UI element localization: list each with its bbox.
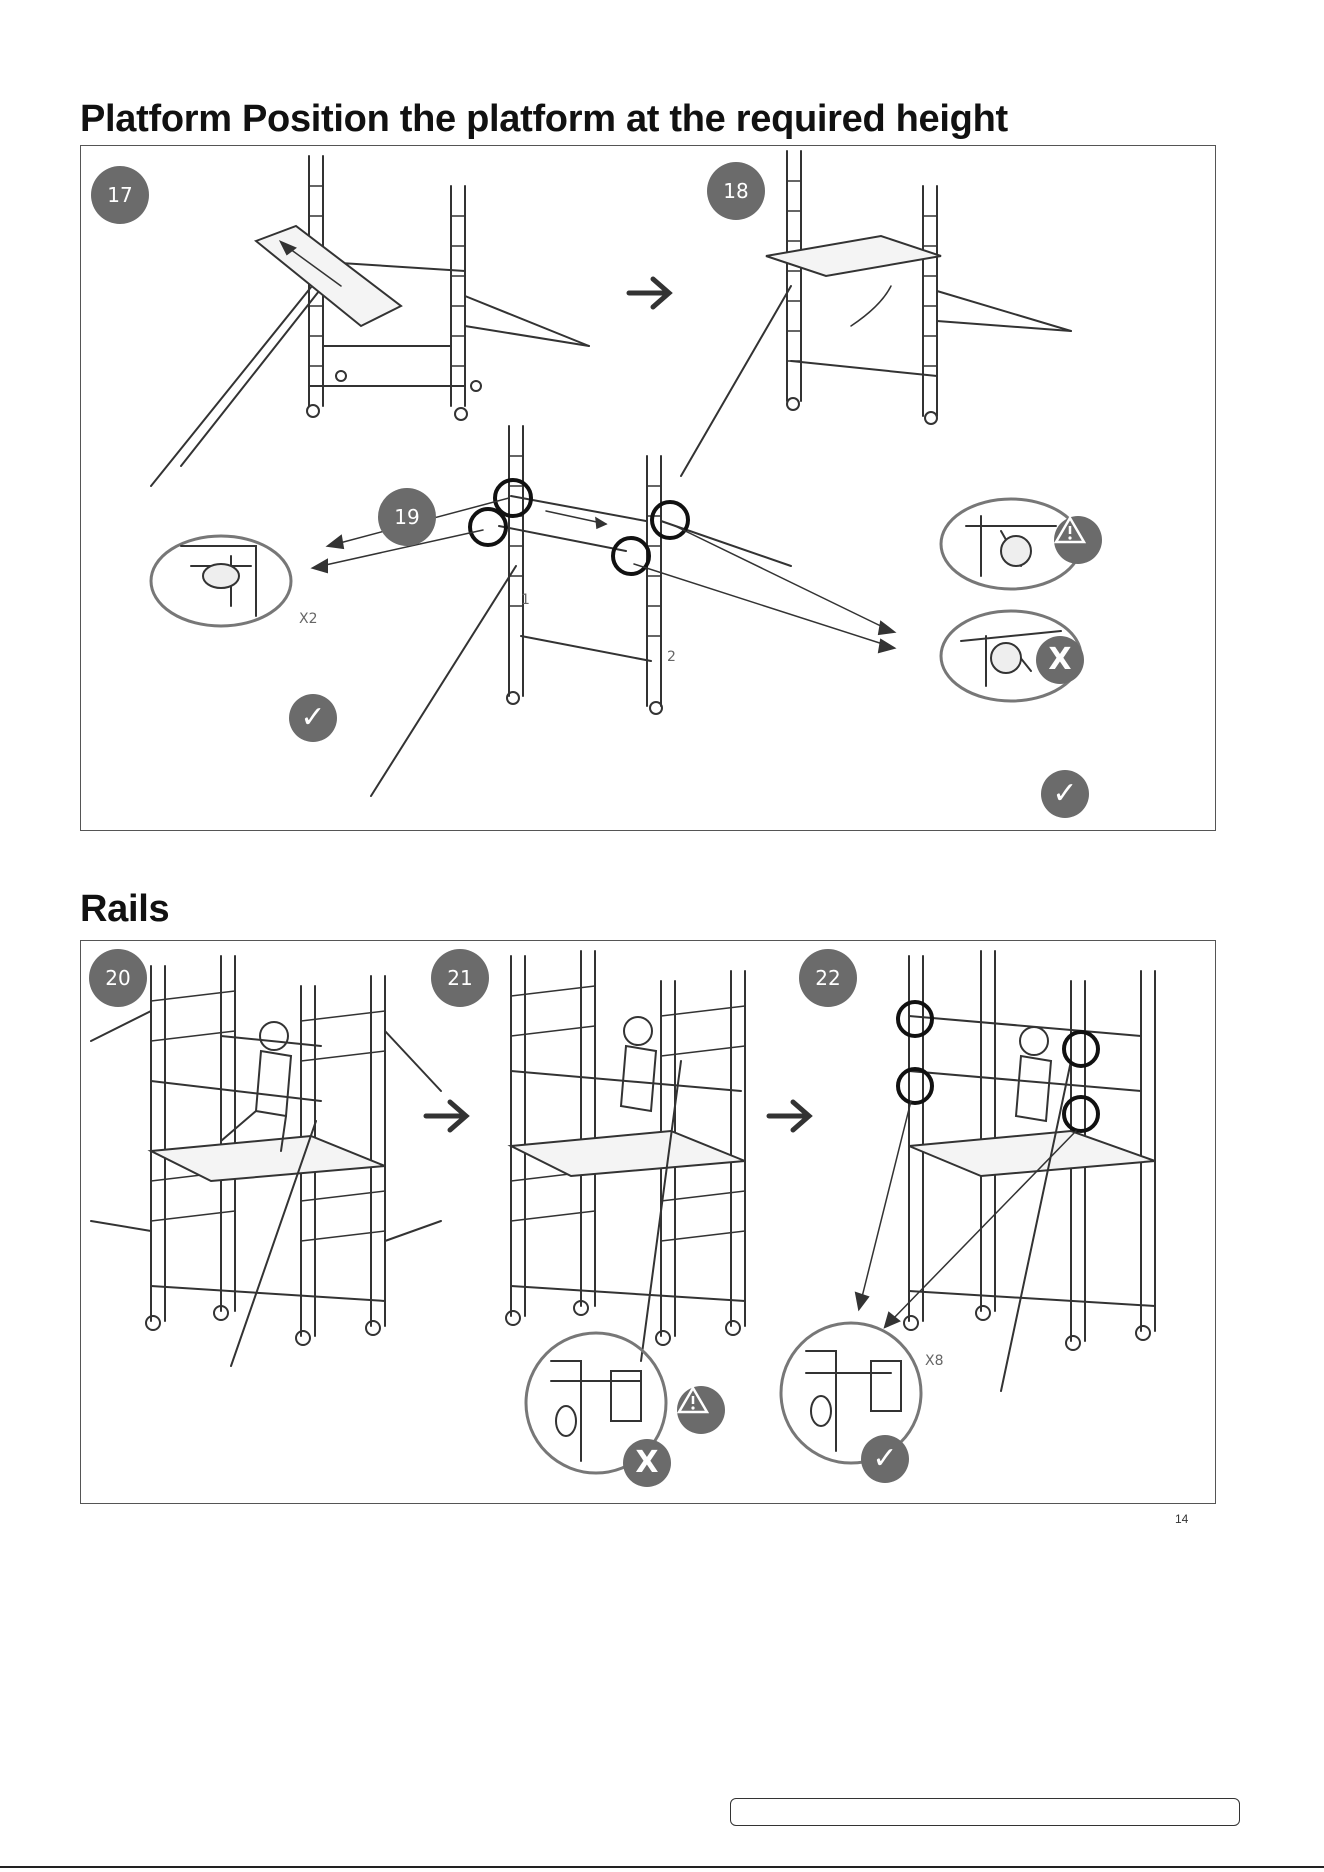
- warning-icon: [677, 1386, 725, 1434]
- scaffold-illustration-22: [856, 951, 1155, 1391]
- step-badge-19: 19: [378, 488, 436, 546]
- quantity-label-x8: X8: [925, 1353, 944, 1369]
- callout-number-2: 2: [667, 649, 676, 665]
- footer-box: [730, 1798, 1240, 1826]
- checkmark-icon: ✓: [1041, 770, 1089, 818]
- rails-instructions-panel: 20 21 22 X8 X ✓: [80, 940, 1216, 1504]
- callout-number-1: 1: [521, 592, 530, 608]
- rails-diagram: [81, 941, 1215, 1503]
- page-number: 14: [1175, 1512, 1188, 1526]
- step-badge-22: 22: [799, 949, 857, 1007]
- scaffold-illustration-19: [313, 426, 894, 796]
- step-badge-21: 21: [431, 949, 489, 1007]
- arrow-right-icon: [629, 279, 669, 307]
- checkmark-icon: ✓: [861, 1435, 909, 1483]
- step-badge-17: 17: [91, 166, 149, 224]
- bottom-rule: [0, 1866, 1324, 1868]
- section-title-rails: Rails: [80, 888, 169, 931]
- platform-instructions-panel: 17 18 19 X2 1 2 ✓ X ✓: [80, 145, 1216, 831]
- step-badge-18: 18: [707, 162, 765, 220]
- step-badge-20: 20: [89, 949, 147, 1007]
- platform-diagram: [81, 146, 1215, 830]
- warning-icon: [1054, 516, 1102, 564]
- cross-icon: X: [623, 1439, 671, 1487]
- quantity-label-x2: X2: [299, 611, 318, 627]
- scaffold-illustration-21: [506, 951, 745, 1361]
- arrow-right-icon: [426, 1102, 466, 1130]
- detail-correct-left: [151, 536, 291, 626]
- section-title-platform: Platform Position the platform at the re…: [80, 98, 1008, 141]
- arrow-right-icon: [769, 1102, 809, 1130]
- checkmark-icon: ✓: [289, 694, 337, 742]
- scaffold-illustration-20: [91, 956, 441, 1366]
- cross-icon: X: [1036, 636, 1084, 684]
